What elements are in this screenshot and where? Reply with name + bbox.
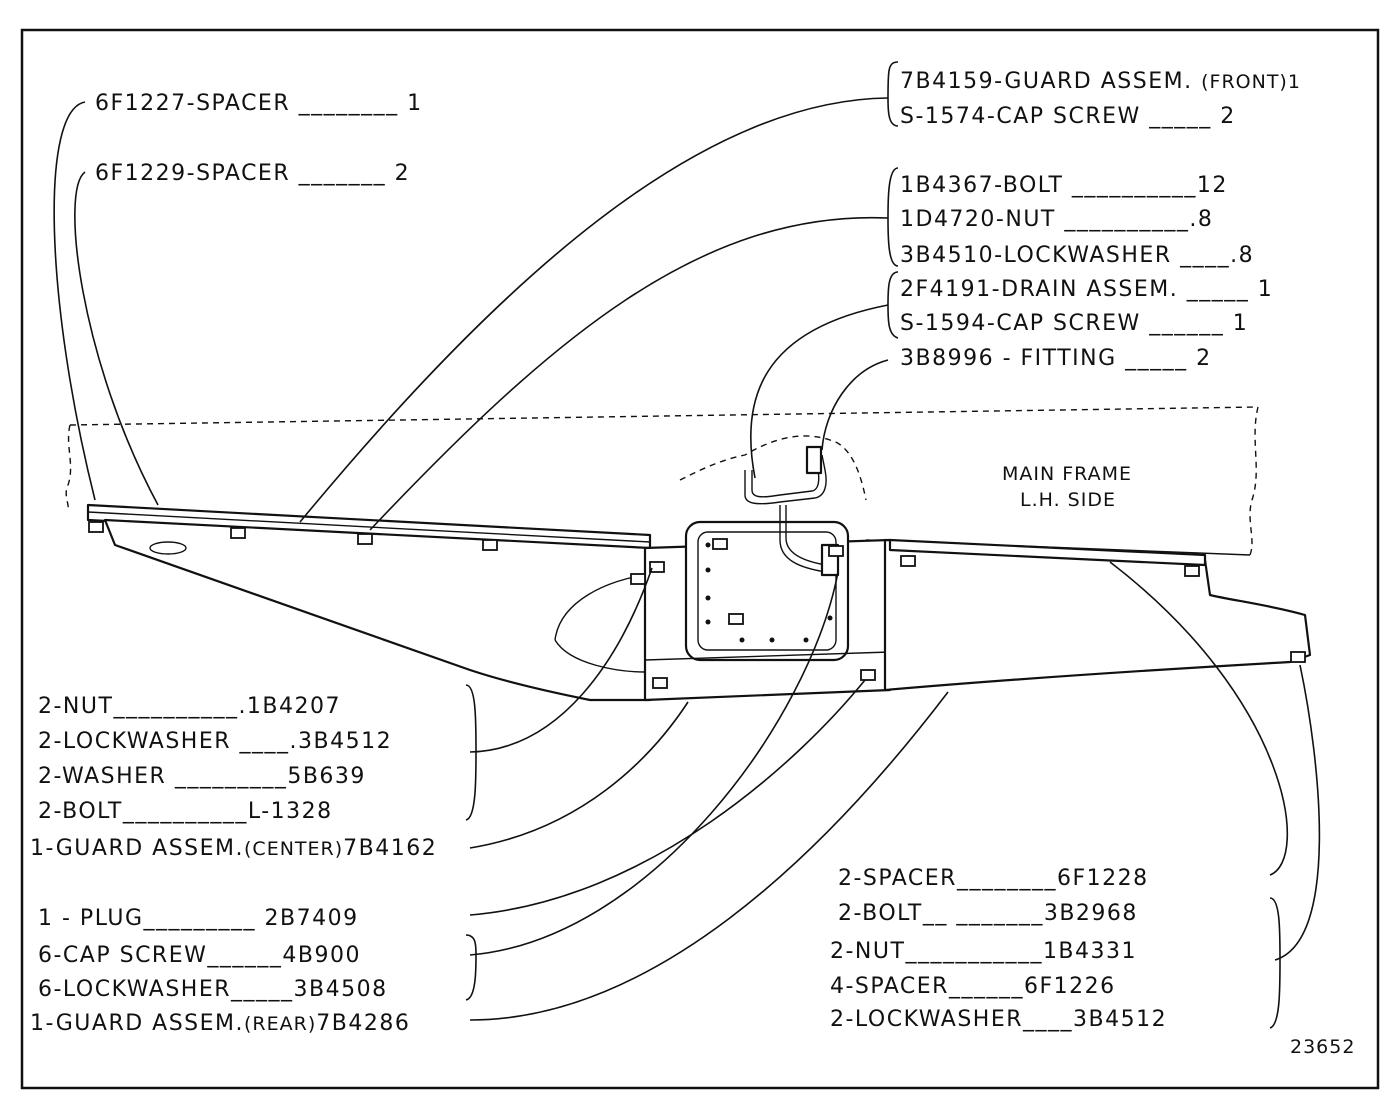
- guard-rear-body: [883, 538, 1312, 692]
- fastener: [900, 555, 916, 567]
- leader-6f1229: [74, 171, 159, 506]
- callout-3b4510: 3B4510-LOCKWASHER ____.8: [900, 243, 1254, 268]
- callout-6-cap-screw: 6-CAP SCREW______4B900: [38, 943, 361, 968]
- fastener: [482, 539, 498, 551]
- fastener: [630, 573, 646, 585]
- callouts-front-guard: 7B4159-GUARD ASSEM. (FRONT)1 S-1574-CAP …: [900, 69, 1301, 129]
- callout-7b4159: 7B4159-GUARD ASSEM. (FRONT)1: [900, 69, 1301, 94]
- callout-2-nut-right: 2-NUT___________1B4331: [830, 939, 1137, 964]
- leader-center-guard: [469, 701, 689, 849]
- cover-bolt: [705, 595, 711, 601]
- leader-left-hardware: [469, 567, 653, 753]
- fasteners: [88, 521, 1306, 689]
- callout-1b4367: 1B4367-BOLT __________12: [900, 173, 1228, 198]
- cover-bolt: [769, 637, 775, 643]
- callout-2f4191: 2F4191-DRAIN ASSEM. _____ 1: [900, 277, 1273, 302]
- leader-cap-screws: [469, 571, 839, 956]
- cover-bolt: [705, 542, 711, 548]
- callout-6f1227: 6F1227-SPACER ________ 1: [95, 91, 423, 116]
- callout-2-bolt: 2-BOLT__________L-1328: [38, 799, 333, 824]
- cover-bolt: [827, 615, 833, 621]
- group-brackets: [465, 61, 1281, 1029]
- callout-2-nut: 2-NUT__________.1B4207: [38, 694, 341, 719]
- callout-4-spacer: 4-SPACER______6F1226: [830, 974, 1116, 999]
- guard-center-body: [554, 520, 892, 702]
- frame-label-line1: MAIN FRAME: [1002, 463, 1132, 485]
- leader-6f1227: [53, 101, 96, 501]
- fastener: [728, 613, 744, 625]
- cover-bolt: [803, 637, 809, 643]
- cover-bolt: [739, 637, 745, 643]
- callout-s1574: S-1574-CAP SCREW _____ 2: [900, 104, 1236, 129]
- callout-1d4720: 1D4720-NUT __________.8: [900, 207, 1213, 232]
- leader-7b4159: [299, 97, 889, 523]
- callout-6f1228: 2-SPACER________6F1228: [838, 866, 1149, 891]
- fastener: [357, 533, 373, 545]
- callout-3b8996: 3B8996 - FITTING _____ 2: [900, 346, 1212, 371]
- callout-2-washer: 2-WASHER _________5B639: [38, 764, 366, 789]
- callout-rear-guard: 1-GUARD ASSEM.(REAR)7B4286: [30, 1011, 410, 1036]
- fastener: [712, 538, 728, 550]
- fastener: [860, 669, 876, 681]
- leader-2f4191: [749, 304, 889, 479]
- leader-3b8996: [821, 359, 889, 451]
- callout-s1594: S-1594-CAP SCREW ______ 1: [900, 311, 1248, 336]
- callout-6f1229: 6F1229-SPACER _______ 2: [95, 161, 410, 186]
- callout-6-lockwasher: 6-LOCKWASHER_____3B4508: [38, 977, 388, 1002]
- drain-pipe: [744, 445, 840, 577]
- leader-1b4367: [369, 216, 889, 531]
- callout-plug: 1 - PLUG_________ 2B7409: [38, 906, 359, 931]
- leader-lines: [53, 97, 1321, 1021]
- figure-number: 23652: [1290, 1036, 1355, 1058]
- frame-label: MAIN FRAME L.H. SIDE: [1002, 463, 1132, 511]
- leader-right-hardware: [1274, 664, 1321, 961]
- fastener: [652, 677, 668, 689]
- callouts-left-hardware: 2-NUT__________.1B4207 2-LOCKWASHER ____…: [38, 694, 392, 824]
- frame-label-line2: L.H. SIDE: [1020, 489, 1116, 511]
- callouts-drain: 2F4191-DRAIN ASSEM. _____ 1 S-1594-CAP S…: [900, 277, 1273, 371]
- callout-center-guard: 1-GUARD ASSEM.(CENTER)7B4162: [30, 836, 437, 861]
- fastener: [230, 527, 246, 539]
- fastener: [88, 521, 104, 533]
- fastener: [1184, 565, 1200, 577]
- fastener: [1290, 651, 1306, 663]
- callout-2-bolt-right: 2-BOLT__ _______3B2968: [838, 901, 1138, 926]
- cover-bolt: [705, 567, 711, 573]
- figure-border: [20, 28, 1380, 1090]
- fastener: [649, 561, 665, 573]
- callout-2-lockwasher-right: 2-LOCKWASHER____3B4512: [830, 1007, 1167, 1032]
- cover-bolt: [705, 619, 711, 625]
- guard-front-body: [103, 518, 652, 702]
- fastener: [828, 545, 844, 557]
- callouts-bolts: 1B4367-BOLT __________12 1D4720-NUT ____…: [900, 173, 1254, 268]
- leader-plug: [469, 679, 866, 916]
- callouts-top-left: 6F1227-SPACER ________ 1 6F1229-SPACER _…: [95, 91, 423, 186]
- leader-rear-guard: [469, 691, 949, 1021]
- leader-6f1228: [1109, 561, 1289, 876]
- callout-2-lockwasher: 2-LOCKWASHER ____.3B4512: [38, 729, 392, 754]
- callouts-right-hardware: 2-BOLT__ _______3B2968 2-NUT___________1…: [830, 901, 1167, 1032]
- callouts-cap-screws: 6-CAP SCREW______4B900 6-LOCKWASHER_____…: [38, 943, 388, 1002]
